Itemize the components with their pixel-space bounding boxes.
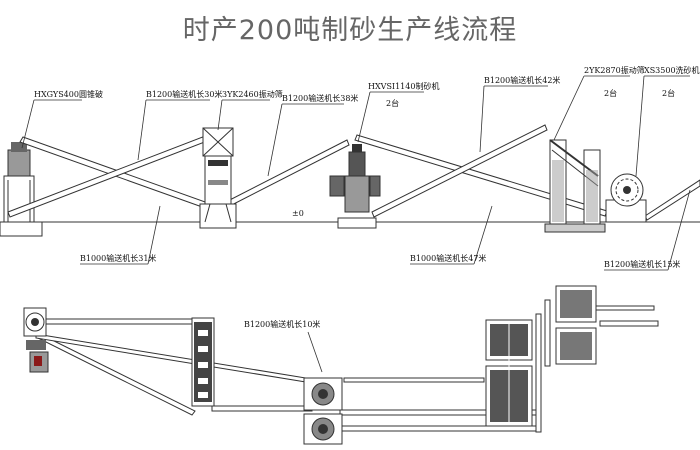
diagram-title: 时产200吨制砂生产线流程 <box>182 15 518 46</box>
label-screen-2yk: 2YK2870振动筛 <box>584 65 645 75</box>
label-conveyor-30: B1200输送机长30米 <box>146 89 222 99</box>
plan-sand-washers <box>555 285 597 365</box>
label-screen-2yk-qty: 2台 <box>604 88 617 98</box>
label-screen-3yk: 3YK2460振动筛 <box>222 89 283 99</box>
conveyors-elevation <box>7 124 700 221</box>
cone-crusher <box>0 142 43 237</box>
plan-cone-crusher <box>23 307 49 373</box>
label-conveyor-42: B1200输送机长42米 <box>484 75 560 85</box>
label-sand-washer: XS3500洗砂机 <box>644 65 700 75</box>
plan-screens-2yk <box>485 319 533 427</box>
conveyors-plan <box>35 299 659 433</box>
label-conveyor-10: B1200输送机长10米 <box>244 319 320 329</box>
label-sand-maker-qty: 2台 <box>386 98 399 108</box>
label-conveyor-38: B1200输送机长38米 <box>282 93 358 103</box>
label-sand-maker: HXVSI1140制砂机 <box>368 81 439 91</box>
label-level-mark: ±0 <box>292 209 304 218</box>
plan-sand-makers <box>303 377 343 445</box>
sand-maker <box>329 144 381 229</box>
leader-lines <box>21 75 691 271</box>
vibrating-screen-3yk <box>199 127 237 229</box>
sand-washer <box>605 173 647 223</box>
label-sand-washer-qty: 2台 <box>662 88 675 98</box>
label-cone-crusher: HXGYS400圆锥破 <box>34 89 103 99</box>
label-conveyor-31: B1000输送机长31米 <box>80 253 156 263</box>
vibrating-screen-2yk <box>544 139 606 233</box>
plan-screen-3yk <box>191 317 215 407</box>
label-conveyor-15: B1200输送机长15米 <box>604 259 680 269</box>
label-conveyor-47: B1000输送机长47米 <box>410 253 486 263</box>
